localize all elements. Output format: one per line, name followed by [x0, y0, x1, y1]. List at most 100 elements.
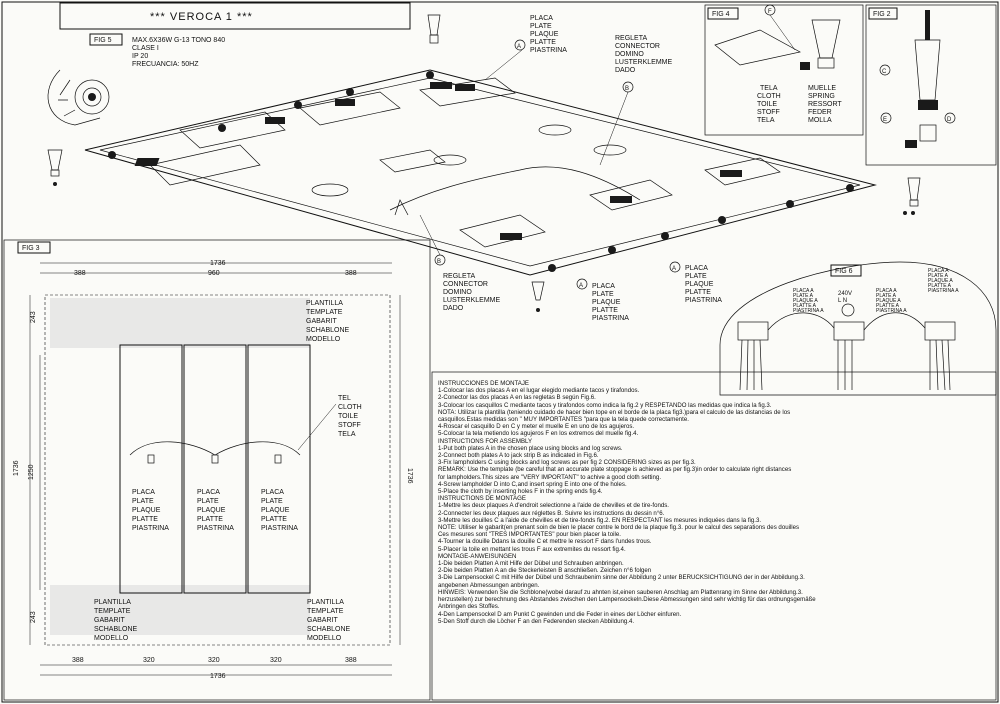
plate-label-top-2: PLATE — [530, 23, 552, 30]
callout-b-bottom-letter: B — [437, 259, 441, 265]
fig6-plate-l-1: PLACA A — [793, 288, 814, 294]
main-assembly-drawing — [84, 14, 877, 312]
callout-a-top-letter: A — [517, 44, 521, 50]
dim-bottom-seg-3: 320 — [208, 657, 220, 664]
instruction-line: REMARK: Use the template (be careful tha… — [438, 466, 792, 474]
instruction-line: 5-Placer la toile en mettant les trous F… — [438, 545, 626, 553]
fig6-plate-m-3: PLAQUE A — [876, 298, 901, 304]
callout-a-bottom — [576, 278, 588, 290]
fig4-label: FIG 4 — [712, 11, 730, 18]
fig3-cloth-4: STOFF — [338, 422, 361, 429]
fig6-panel — [719, 261, 997, 396]
plate-label-right-2: PLATE — [685, 273, 707, 280]
connector-label-bottom-1: REGLETA — [443, 273, 475, 280]
dim-side-left: 388 — [74, 270, 86, 277]
fig2-tag — [868, 7, 898, 20]
fig6-plate-r-1: PLACA A — [928, 268, 949, 274]
instruction-line: INSTRUCTIONS DE MONTAGE — [438, 495, 526, 503]
fig3-plate2-2: PLATE — [197, 498, 219, 505]
fig2-label: FIG 2 — [873, 11, 891, 18]
instruction-line: MONTAGE-ANWEISUNGEN — [438, 552, 517, 560]
instruction-line: NOTE: Utiliser le gabarit(en prenant soi… — [438, 524, 800, 532]
plate-label-bottom-1: PLACA — [592, 283, 615, 290]
fig6-plate-l-4: PLATTE A — [793, 303, 817, 309]
fig2-callout-e-letter: E — [883, 117, 887, 123]
instruction-line: 1-Colocar las dos placas A en el lugar e… — [438, 387, 640, 395]
instruction-line: 5-Den Stoff durch die Löcher F an den Fe… — [438, 617, 635, 625]
connector-label-top-5: DADO — [615, 67, 636, 74]
template-top-5: MODELLO — [306, 336, 341, 343]
fig4-panel — [704, 4, 864, 136]
fig3-plate1-3: PLAQUE — [132, 507, 161, 514]
dim-bottom-offset: 243 — [30, 611, 37, 623]
instruction-line: Anbringen des Stoffes. — [438, 603, 500, 611]
plate-label-top-3: PLAQUE — [530, 31, 559, 38]
dim-total-width-bottom: 1736 — [210, 673, 226, 680]
plate-label-bottom-3: PLAQUE — [592, 299, 621, 306]
fig3-tag — [17, 241, 51, 254]
dim-side-right: 388 — [345, 270, 357, 277]
instruction-line: 3-Fix lampholders C using blocks and log… — [438, 459, 696, 467]
fig2-illustration — [905, 10, 941, 148]
fig6-label: FIG 6 — [835, 268, 853, 275]
fig6-plate-l-5: PIASTRINA A — [793, 308, 824, 314]
instruction-line: 3-Die Lampensockel C mit Hilfe der Dübel… — [438, 574, 805, 582]
spec-line-1: MAX.6X36W G-13 TONO 840 — [132, 37, 225, 44]
fig3-plate3-4: PLATTE — [261, 516, 287, 523]
template-bl-3: GABARIT — [94, 617, 125, 624]
fig3-plate2-1: PLACA — [197, 489, 220, 496]
fig3-cloth-3: TOILE — [338, 413, 358, 420]
instruction-line: casquillos.Estas medidas son " MUY IMPOR… — [438, 416, 689, 424]
fig6-plate-m-5: PIASTRINA A — [876, 308, 907, 314]
plate-label-top-5: PIASTRINA — [530, 47, 567, 54]
instruction-line: 4-Screw lampholder D into C,and insert s… — [438, 480, 627, 488]
instruction-line: HINWEIS: Verwenden Sie die Schblone(wobe… — [438, 588, 803, 596]
fig6-plate-r-4: PLATTE A — [928, 283, 952, 289]
fig6-plate-l-2: PLATE A — [793, 293, 814, 299]
spec-line-2: CLASE I — [132, 45, 159, 52]
template-br-1: PLANTILLA — [307, 599, 344, 606]
instruction-line: 4-Tourner la douille Ddans la douille C … — [438, 538, 652, 546]
plate-label-right-4: PLATTE — [685, 289, 711, 296]
dim-bottom-seg-4: 320 — [270, 657, 282, 664]
title-text: *** VEROCA 1 *** — [150, 11, 253, 23]
instruction-line: 5-Colocar la tela metiendo los agujeros … — [438, 430, 639, 438]
connector-label-top-2: CONNECTOR — [615, 43, 660, 50]
instruction-line: Ces mesures sont "TRES IMPORTANTES" pour… — [438, 531, 621, 539]
fig4-spring-4: FEDER — [808, 109, 832, 116]
connector-label-top-3: DOMINO — [615, 51, 644, 58]
instruction-line: 3-Mettre les douilles C a l'aide de chev… — [438, 516, 762, 524]
instruction-line: 5-Place the cloth by inserting holes F i… — [438, 488, 603, 496]
fig6-plate-m-4: PLATTE A — [876, 303, 900, 309]
fig3-plate-3 — [247, 344, 311, 594]
fig2-callout-e — [880, 112, 892, 124]
instruction-line: angebenen Abmessungen anbringen. — [438, 581, 540, 589]
instruction-line: 2-Connect both plates A to jack strip B … — [438, 452, 599, 460]
fig6-plate-r-3: PLAQUE A — [928, 278, 953, 284]
fig3-plate1-4: PLATTE — [132, 516, 158, 523]
template-top-3: GABARIT — [306, 318, 337, 325]
template-top-2: TEMPLATE — [306, 309, 343, 316]
instruction-line: INSTRUCTIONS FOR ASSEMBLY — [438, 437, 533, 445]
fig6-plate-l-3: PLAQUE A — [793, 298, 818, 304]
callout-a-bottom-letter: A — [579, 283, 583, 289]
fig3-plate2-3: PLAQUE — [197, 507, 226, 514]
fig4-cloth-3: TOILE — [757, 101, 777, 108]
instruction-line: 3-Colocar los casquillos C mediante taco… — [438, 401, 772, 409]
fig3-plate3-1: PLACA — [261, 489, 284, 496]
plate-label-right-5: PIASTRINA — [685, 297, 722, 304]
fig3-cloth-5: TELA — [338, 431, 356, 438]
title-box — [59, 2, 411, 30]
fig2-panel — [865, 4, 997, 166]
fig5-tag — [89, 33, 123, 46]
fig2-callout-c-letter: C — [882, 69, 887, 75]
fig3-plate-1 — [119, 344, 183, 594]
fig3-plate2-5: PIASTRINA — [197, 525, 234, 532]
spec-line-3: IP 20 — [132, 53, 148, 60]
plate-label-right-1: PLACA — [685, 265, 708, 272]
fig4-cloth-4: STOFF — [757, 109, 780, 116]
fig5-illustration — [47, 69, 110, 186]
instruction-line: 1-Die beiden Platten A mit Hilfe der Düb… — [438, 560, 624, 568]
